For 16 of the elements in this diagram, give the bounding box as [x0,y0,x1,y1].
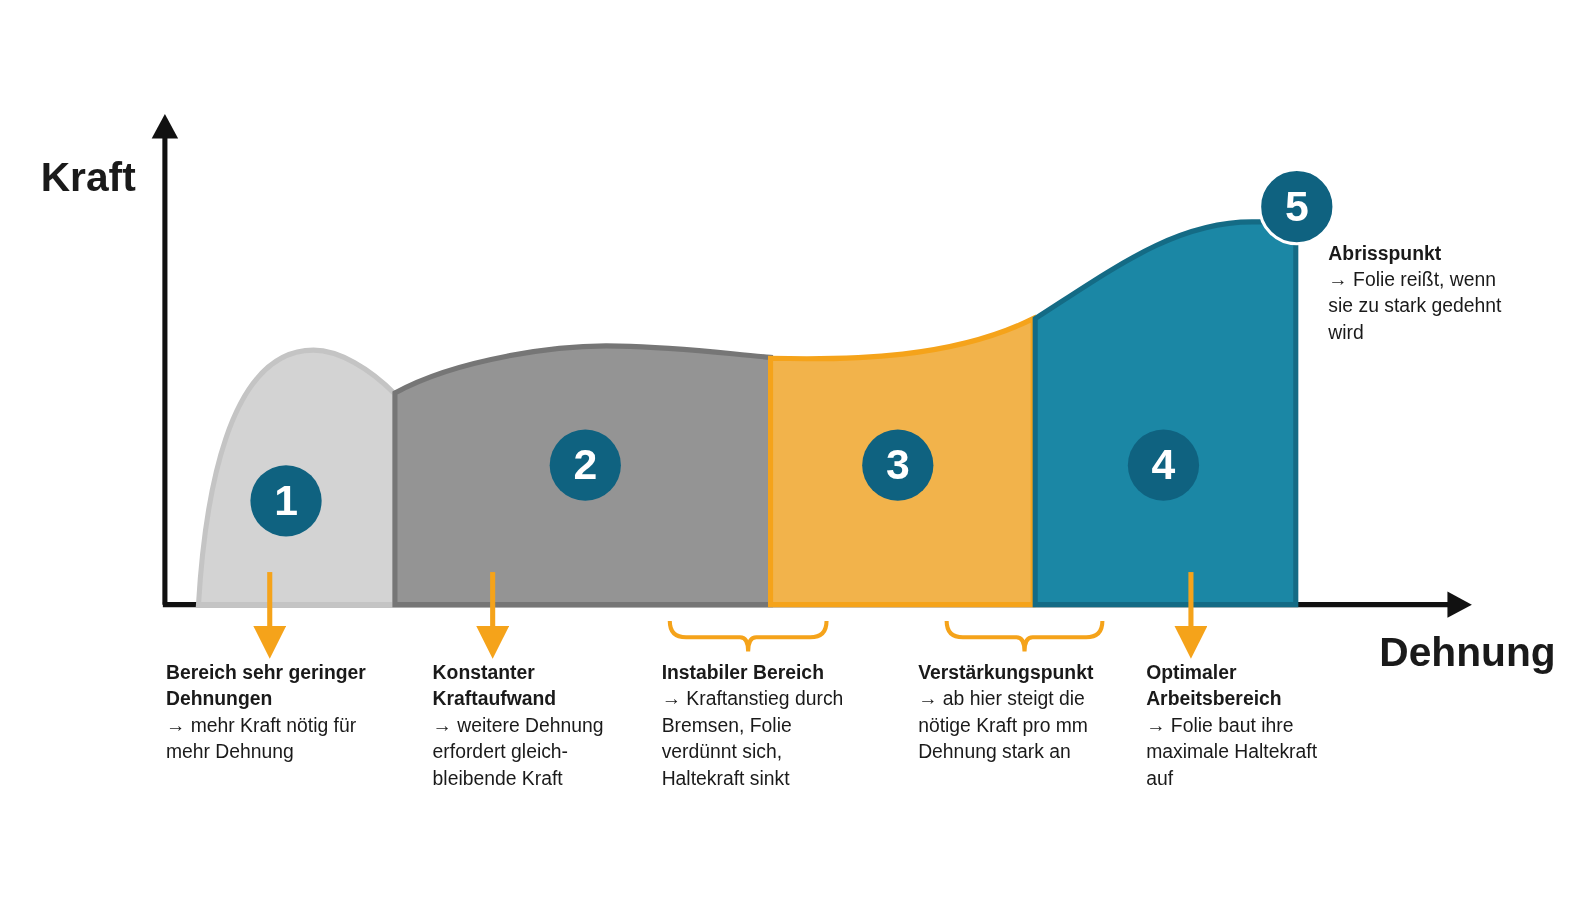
arrow [476,572,510,659]
description: → weitere Dehnung erfordert gleich- bleibende Kraft [432,713,605,791]
description: → Folie reißt, wenn sie zu stark gedehnt wird [1328,267,1503,346]
description: → Kraftanstieg durch Bremsen, Folie verdünnt sich, Haltekraft sinkt [661,687,845,791]
heading: Optimaler Arbeitsbereich [1146,660,1283,712]
heading: Instabiler Bereich [661,660,825,685]
description: → ab hier steigt die nötige Kraft pro mm Dehnung stark an [918,687,1089,765]
arrow [1174,572,1208,659]
description: → Folie baut ihre maximale Haltekraft auf [1146,713,1319,791]
heading: Bereich sehr geringer Dehnungen [165,660,367,712]
heading: Verstärkungspunkt [918,660,1095,685]
heading: Konstanter Kraftaufwand [432,660,558,712]
axis-label: Dehnung [1379,629,1556,675]
description: → mehr Kraft nötig für mehr Dehnung [165,713,358,765]
axis-label: Kraft [40,154,136,201]
arrow [253,572,287,659]
